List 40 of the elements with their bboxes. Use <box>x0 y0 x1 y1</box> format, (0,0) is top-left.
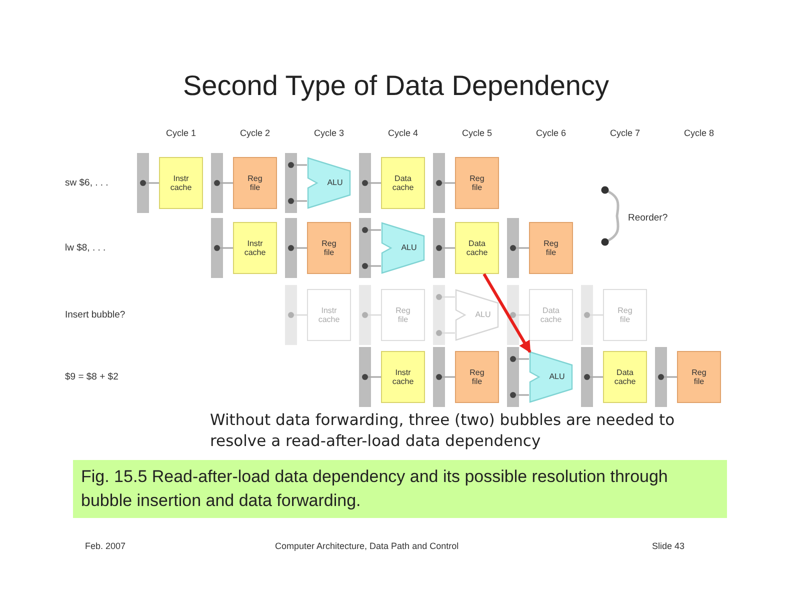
cycle-label: Cycle 7 <box>610 128 640 138</box>
footer-text: Computer Architecture, Data Path and Control <box>275 541 459 551</box>
data-cache-box: Data cache <box>529 289 573 341</box>
cycle-label: Cycle 1 <box>166 128 196 138</box>
alu-trapezoid: ALU <box>307 157 351 209</box>
cycle-label: Cycle 8 <box>684 128 714 138</box>
instruction-label: sw $6, . . . <box>65 178 108 188</box>
note-text: Without data forwarding, three (two) bubbles are needed to resolve a read-after-load data dependency <box>210 410 676 452</box>
alu-trapezoid: ALU <box>455 289 499 341</box>
instr-cache-box: Instr cache <box>159 157 203 209</box>
data-cache-box: Data cache <box>381 157 425 209</box>
footer-text: Feb. 2007 <box>85 541 126 551</box>
cycle-label: Cycle 3 <box>314 128 344 138</box>
slide-title: Second Type of Data Dependency <box>182 70 610 102</box>
cycle-label: Cycle 2 <box>240 128 270 138</box>
reg-file-box: Reg file <box>529 222 573 274</box>
reg-file-box: Reg file <box>603 289 647 341</box>
reg-file-box: Reg file <box>455 351 499 403</box>
data-cache-box: Data cache <box>603 351 647 403</box>
instruction-label: Insert bubble? <box>65 310 126 320</box>
reg-file-box: Reg file <box>233 157 277 209</box>
cycle-label: Cycle 4 <box>388 128 418 138</box>
instr-cache-box: Instr cache <box>381 351 425 403</box>
reg-file-box: Reg file <box>455 157 499 209</box>
reg-file-box: Reg file <box>677 351 721 403</box>
instruction-label: $9 = $8 + $2 <box>65 372 118 382</box>
instruction-label: lw $8, . . . <box>65 242 106 254</box>
reg-file-box: Reg file <box>307 222 351 274</box>
instr-cache-box: Instr cache <box>307 289 351 341</box>
footer-text: Slide 43 <box>652 541 685 551</box>
cycle-label: Cycle 6 <box>536 128 566 138</box>
forwarding-arrow <box>482 273 532 354</box>
alu-trapezoid: ALU <box>529 351 573 403</box>
cycle-label: Cycle 5 <box>462 128 492 138</box>
reg-file-box: Reg file <box>381 289 425 341</box>
figure-caption: Fig. 15.5 Read-after-load data dependency and its possible resolution through bubble insertion and data forwarding. <box>73 460 727 518</box>
instr-cache-box: Instr cache <box>233 222 277 274</box>
data-cache-box: Data cache <box>455 222 499 274</box>
alu-trapezoid: ALU <box>381 222 425 274</box>
annotation-text: Reorder? <box>628 212 668 224</box>
